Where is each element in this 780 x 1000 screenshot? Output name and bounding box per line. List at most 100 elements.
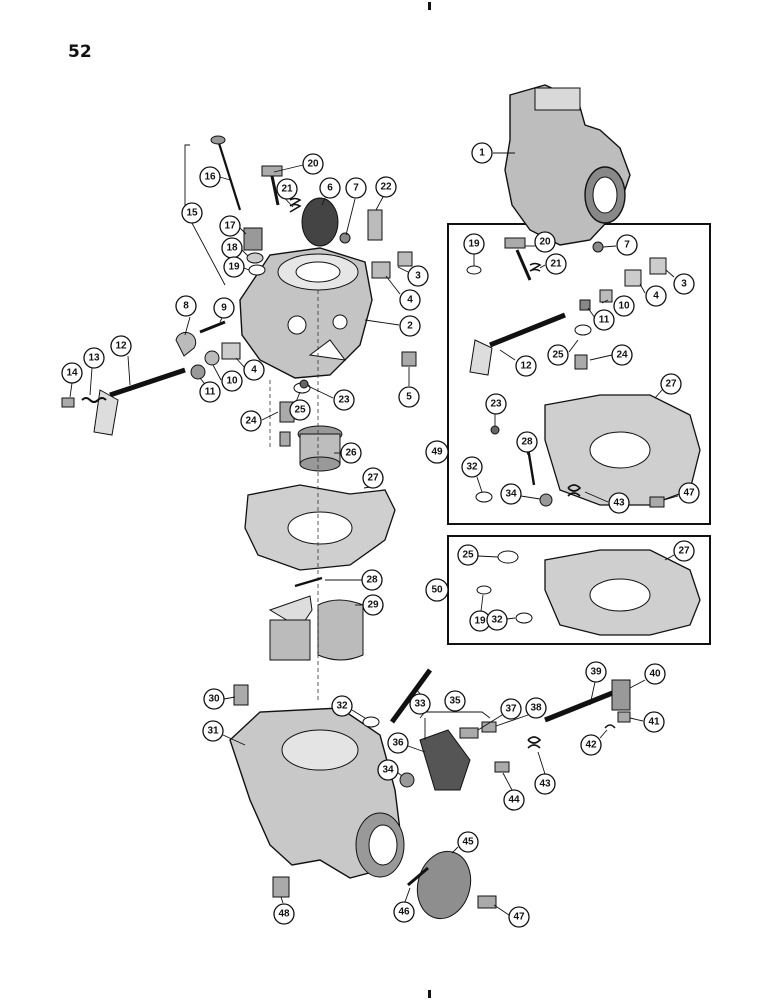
part-39-choke-shaft: [544, 679, 631, 723]
svg-text:27: 27: [678, 546, 690, 557]
callout-k49-4: 4: [639, 283, 667, 307]
svg-text:46: 46: [398, 907, 410, 918]
callout-8: 8: [175, 295, 197, 336]
svg-text:4: 4: [653, 291, 659, 302]
svg-text:12: 12: [115, 341, 127, 352]
svg-text:50: 50: [431, 585, 443, 596]
svg-text:20: 20: [307, 159, 319, 170]
callout-4: 4: [385, 275, 421, 311]
part-1-complete-carburetor: [504, 84, 631, 246]
callout-k49-32: 32: [461, 456, 483, 493]
callout-k49-10: 10: [601, 295, 635, 317]
svg-text:22: 22: [380, 182, 392, 193]
callout-15: 15: [181, 202, 203, 224]
callout-5: 5: [398, 367, 420, 408]
svg-text:31: 31: [207, 726, 219, 737]
callout-k50-25: 25: [457, 544, 499, 566]
svg-text:16: 16: [204, 172, 216, 183]
svg-text:5: 5: [406, 392, 412, 403]
callout-30: 30: [203, 688, 236, 710]
callout-k49-3: 3: [665, 269, 695, 295]
callout-46: 46: [393, 887, 415, 923]
callout-36: 36: [387, 732, 426, 754]
svg-text:1: 1: [479, 148, 485, 159]
svg-text:23: 23: [338, 395, 350, 406]
part-46-screw: [407, 866, 429, 887]
callout-20: 20: [273, 153, 324, 175]
part-32-gasket: [362, 716, 380, 728]
callout-19: 19: [223, 256, 250, 278]
callout-25: 25: [289, 391, 311, 421]
callout-k49-34: 34: [500, 483, 541, 505]
svg-text:39: 39: [590, 667, 602, 678]
callout-k49-43: 43: [584, 491, 630, 514]
part-23-ball: [299, 379, 309, 389]
part-13-spring: [81, 397, 107, 403]
svg-text:7: 7: [624, 240, 630, 251]
callout-k49-7: 7: [602, 234, 638, 256]
callout-k49-20: 20: [525, 231, 556, 253]
part-28-pin: [294, 576, 323, 588]
callout-42: 42: [580, 729, 608, 756]
callout-k50-19: 19: [469, 594, 491, 632]
callout-17: 17: [219, 215, 247, 237]
part-21-spring: [289, 197, 302, 213]
callout-34: 34: [377, 759, 403, 781]
svg-text:25: 25: [294, 405, 306, 416]
svg-text:2: 2: [407, 321, 413, 332]
svg-text:43: 43: [613, 498, 625, 509]
part-14-screw: [61, 397, 75, 408]
svg-text:13: 13: [88, 353, 100, 364]
callout-38: 38: [495, 697, 547, 727]
svg-text:47: 47: [513, 912, 525, 923]
part-48-plug: [272, 876, 290, 898]
callout-7: 7: [345, 177, 367, 236]
svg-text:47: 47: [683, 488, 695, 499]
svg-text:19: 19: [474, 616, 486, 627]
svg-text:17: 17: [224, 221, 236, 232]
svg-text:43: 43: [539, 779, 551, 790]
bracket-35: [419, 711, 491, 719]
callout-k49-47: 47: [663, 482, 700, 504]
part-5-plug: [401, 351, 417, 367]
page-number: 52: [68, 42, 92, 62]
kit-50-parts: [476, 549, 701, 636]
svg-text:35: 35: [449, 696, 461, 707]
part-10-11-seals: [190, 342, 241, 380]
svg-text:18: 18: [226, 243, 238, 254]
svg-text:33: 33: [414, 699, 426, 710]
svg-text:32: 32: [466, 462, 478, 473]
svg-text:48: 48: [278, 909, 290, 920]
part-7-ball: [339, 232, 351, 244]
part-17-spring: [243, 227, 263, 251]
callout-14: 14: [61, 362, 83, 398]
svg-text:24: 24: [616, 350, 628, 361]
part-44-screw: [494, 761, 510, 773]
svg-text:44: 44: [508, 795, 520, 806]
callout-16: 16: [199, 166, 231, 188]
callout-35: 35: [444, 690, 466, 712]
svg-text:23: 23: [490, 399, 502, 410]
callout-13: 13: [83, 347, 105, 396]
svg-text:36: 36: [392, 738, 404, 749]
callout-39: 39: [585, 661, 607, 706]
part-31-float-bowl: [229, 707, 405, 879]
part-30-jet: [233, 684, 249, 706]
svg-text:21: 21: [281, 184, 293, 195]
part-2-throttle-body: [239, 247, 373, 379]
svg-text:25: 25: [552, 350, 564, 361]
svg-text:20: 20: [539, 237, 551, 248]
svg-text:28: 28: [366, 575, 378, 586]
callout-kit-50: 50: [425, 578, 449, 602]
svg-text:3: 3: [415, 271, 421, 282]
callout-kit-49: 49: [425, 440, 449, 464]
callout-22: 22: [375, 176, 397, 211]
svg-text:7: 7: [353, 183, 359, 194]
callout-33: 33: [409, 689, 431, 715]
svg-text:3: 3: [681, 279, 687, 290]
svg-text:11: 11: [599, 315, 610, 326]
svg-text:14: 14: [66, 368, 78, 379]
svg-text:32: 32: [491, 615, 503, 626]
callout-43: 43: [534, 751, 556, 795]
callout-45: 45: [451, 831, 479, 854]
